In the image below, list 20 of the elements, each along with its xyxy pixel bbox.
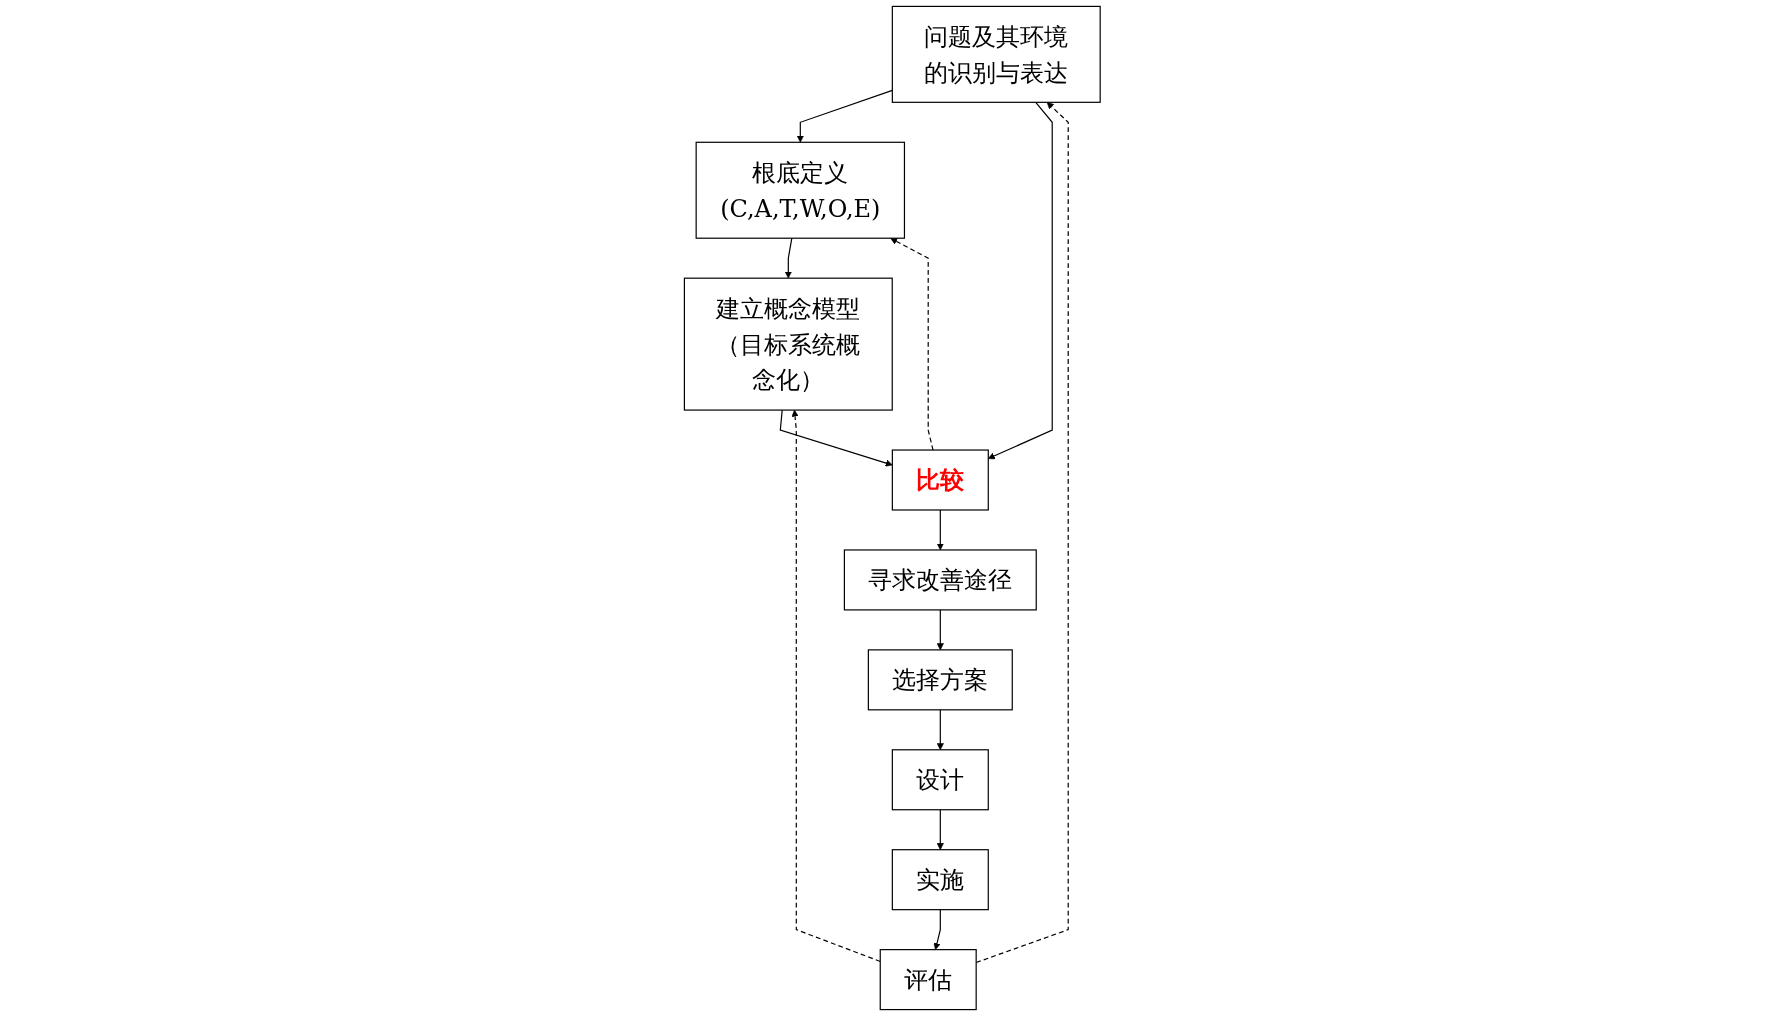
node-box: 问题及其环境的识别与表达 xyxy=(891,5,1101,103)
node-box: 选择方案 xyxy=(867,649,1013,711)
arrow xyxy=(936,809,944,851)
node-box: 寻求改善途径 xyxy=(843,549,1037,611)
node-box: 设计 xyxy=(891,749,989,811)
arrow xyxy=(936,609,944,651)
arrow xyxy=(936,509,944,551)
arrow xyxy=(987,101,1053,460)
arrow xyxy=(936,709,944,751)
arrow xyxy=(796,89,893,143)
arrow xyxy=(889,237,934,451)
node-box: 根底定义 (C,A,T,W,O,E) xyxy=(695,141,905,239)
arrow xyxy=(784,237,793,279)
node-box: 实施 xyxy=(891,849,989,911)
node-box: 建立概念模型 （目标系统概念化） xyxy=(683,277,893,411)
arrow xyxy=(975,102,1069,964)
arrow xyxy=(779,409,893,467)
node-box: 评估 xyxy=(879,949,977,1011)
arrow xyxy=(933,909,941,950)
node-box: 比较 xyxy=(891,449,989,511)
